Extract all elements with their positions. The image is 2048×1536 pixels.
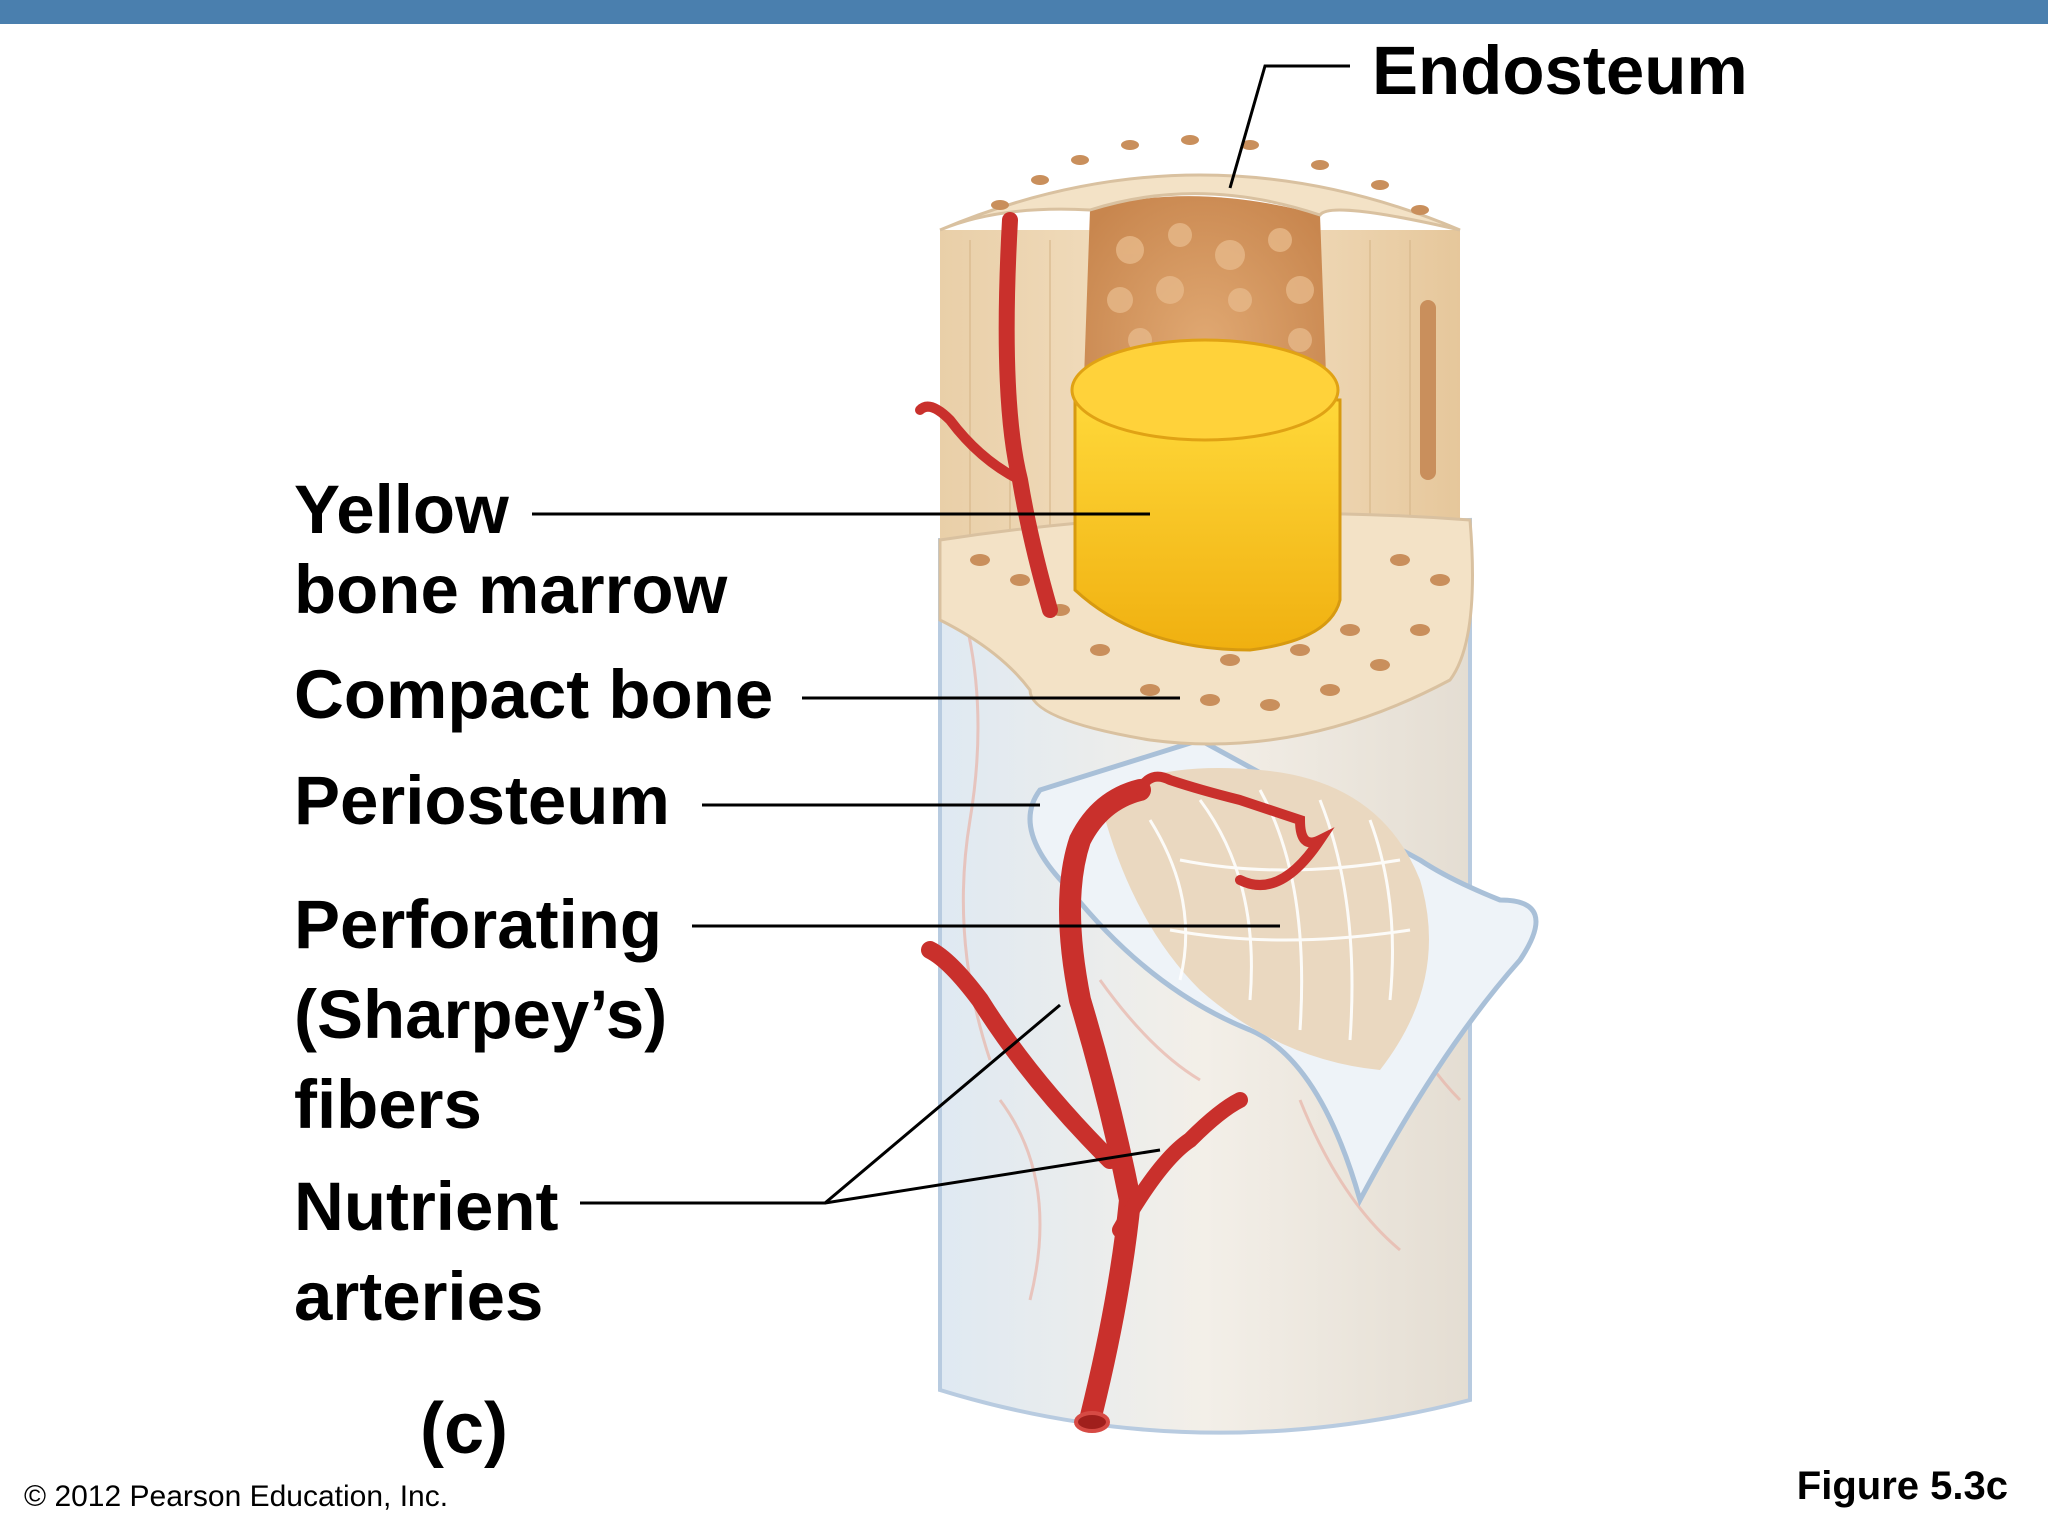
top-ring	[939, 173, 1461, 232]
label-endosteum: Endosteum	[1372, 32, 1748, 109]
label-periosteum: Periosteum	[294, 762, 670, 839]
label-yellow-bone-marrow: Yellow bone marrow	[294, 471, 728, 628]
leader-lines	[532, 64, 1350, 1205]
artery-left-branch	[921, 941, 1119, 1169]
label-nutrient-arteries: Nutrient arteries	[294, 1168, 559, 1335]
panel-letter: (c)	[420, 1389, 508, 1469]
artery-cut-end	[1074, 1411, 1110, 1433]
label-perforating-fibers: Perforating (Sharpey’s) fibers	[294, 886, 668, 1143]
central-canal	[1420, 300, 1436, 480]
top-osteons	[991, 135, 1429, 215]
artery-upper	[998, 212, 1058, 618]
label-compact-bone: Compact bone	[294, 656, 774, 733]
artery-top-fork	[1135, 771, 1335, 890]
yellow-marrow-body	[1073, 393, 1342, 652]
osteon-canals	[970, 554, 1450, 711]
figure-id: Figure 5.3c	[1796, 1464, 2008, 1508]
yellow-marrow-top	[1070, 338, 1340, 442]
copyright-notice: © 2012 Pearson Education, Inc.	[24, 1480, 449, 1513]
artery-upper-branch	[915, 401, 1025, 485]
artery-main	[1059, 779, 1151, 1431]
leader-endosteum	[1228, 64, 1350, 189]
header-bar	[0, 0, 2048, 24]
spongy-texture	[1107, 223, 1314, 352]
sharpey-fibers	[1100, 768, 1429, 1070]
artery-right-branch	[1112, 1092, 1248, 1238]
artery-network	[915, 212, 1335, 1431]
leader-nutrient-2	[824, 1148, 1161, 1205]
